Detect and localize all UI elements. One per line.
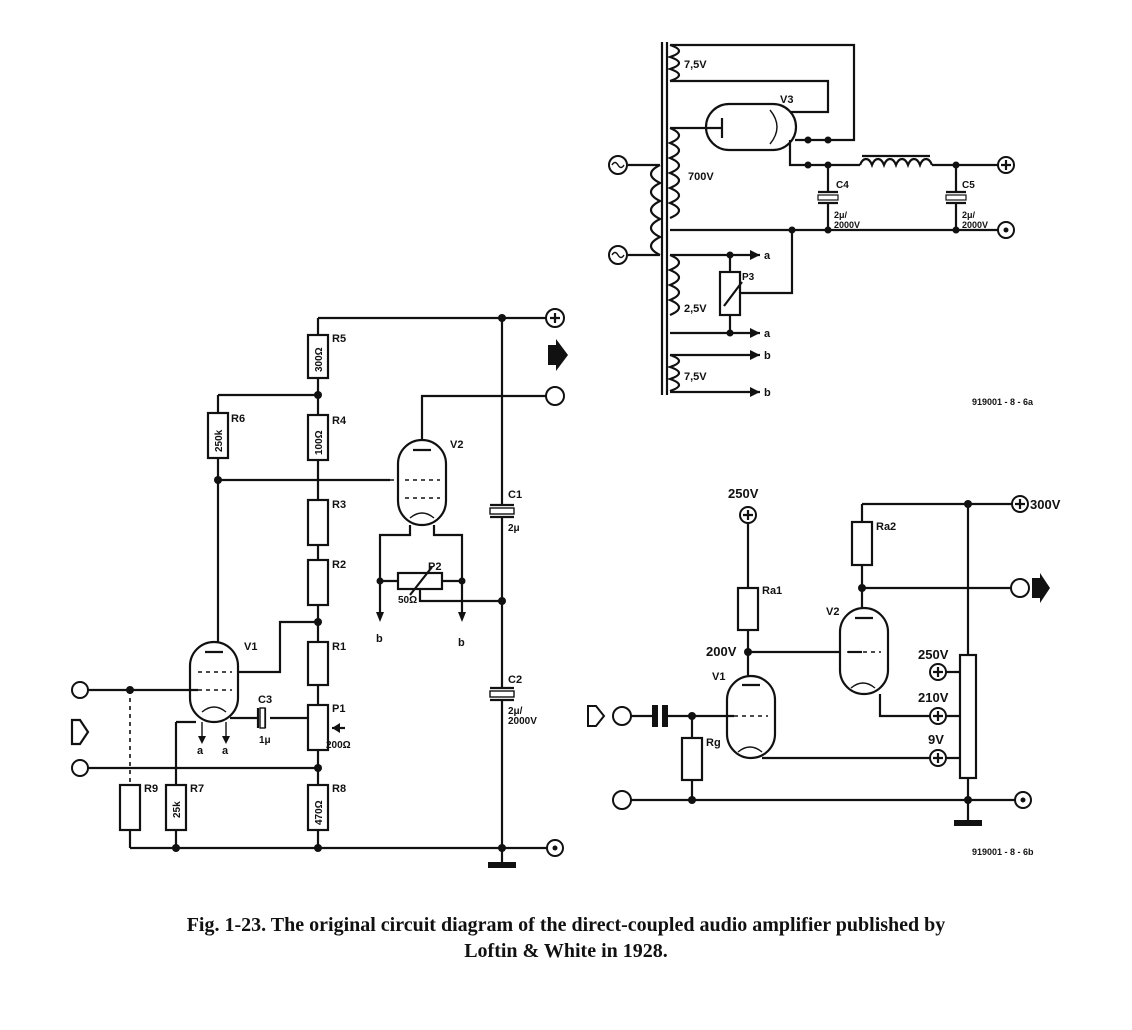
component-label: Rg [706,737,721,749]
simplified-circuit: 250V Ra1 200V V1 Rg [587,486,1061,857]
component-label: a [764,250,771,262]
component-label: 250V [728,486,759,501]
component-label: V2 [450,439,463,451]
component-label: 250V [918,647,949,662]
resistor-r5 [306,333,330,380]
component-label: Ra1 [762,585,782,597]
component-label: 25k [172,801,183,818]
component-label: 300Ω [314,347,325,372]
component-label: Ra2 [876,521,896,533]
resistor-ra2 [850,520,874,567]
component-label: a [197,745,204,757]
component-label: R7 [190,783,204,795]
component-label: 700V [688,171,714,183]
component-label: 9V [928,732,944,747]
caption-line-2: Loftin & White in 1928. [464,940,668,962]
caption-line-1: Fig. 1-23. The original circuit diagram … [186,914,946,936]
tube-v3: V3 [704,94,798,152]
component-label: P2 [428,561,441,573]
potentiometer-p1 [306,703,330,752]
resistor-r6 [206,411,230,460]
component-label: 200Ω [326,740,351,751]
component-label: R2 [332,559,346,571]
resistor-ra1 [736,586,760,632]
component-label: 2μ/2000V [962,210,988,230]
component-label: b [376,633,383,645]
voltage-divider [958,653,978,780]
component-label: 250k [214,429,225,452]
component-label: 2μ/2000V [834,210,860,230]
component-label: 1μ [259,735,271,746]
component-label: 100Ω [314,430,325,455]
component-label: V1 [712,671,725,683]
component-label: C2 [508,674,522,686]
component-label: b [458,637,465,649]
component-label: 2μ [508,523,520,534]
component-label: R3 [332,499,346,511]
component-label: R8 [332,783,346,795]
component-label: V2 [826,606,839,618]
resistor-rg [680,736,704,782]
component-label: C4 [836,180,849,191]
component-label: b [764,350,771,362]
component-label: P3 [742,272,755,283]
resistor-r3 [306,498,330,547]
component-label: 50Ω [398,595,417,606]
component-label: a [222,745,229,757]
tube-b-v2: V2 [826,606,890,696]
component-label: 7,5V [684,59,707,71]
component-label: 470Ω [314,800,325,825]
component-label: R4 [332,415,347,427]
tube-v2: V2 [396,438,463,527]
resistor-r1 [306,640,330,687]
component-label: 919001 - 8 - 6a [972,397,1034,407]
component-label: R9 [144,783,158,795]
component-label: P1 [332,703,345,715]
component-label: C1 [508,489,522,501]
resistor-r8 [306,783,330,832]
resistor-r9 [118,783,142,832]
component-label: R5 [332,333,346,345]
component-label: a [764,328,771,340]
component-label: 2,5V [684,303,707,315]
component-label: V3 [780,94,793,106]
power-supply-circuit: 7,5V 700V 2,5V 7,5V V3 C4 2μ/2000V [608,42,1034,407]
resistor-r2 [306,558,330,607]
resistor-r7 [164,783,188,832]
component-label: 7,5V [684,371,707,383]
potentiometer-p3 [718,270,742,317]
component-label: 2μ/2000V [508,706,537,727]
component-label: C5 [962,180,975,191]
figure-caption: Fig. 1-23. The original circuit diagram … [40,912,1092,964]
component-label: 919001 - 8 - 6b [972,847,1034,857]
resistor-r4 [306,413,330,462]
tube-v1: V1 [188,640,257,724]
component-label: 200V [706,644,737,659]
component-label: b [764,387,771,399]
output-terminal [545,386,565,406]
component-label: V1 [244,641,257,653]
component-label: R6 [231,413,245,425]
component-label: R1 [332,641,346,653]
component-label: 210V [918,690,949,705]
component-label: C3 [258,694,272,706]
left-amplifier-circuit: R5 300Ω R4 100Ω R3 R2 R1 P1 200Ω R8 470Ω… [70,308,568,868]
tube-b-v1: V1 [712,671,777,760]
component-label: 300V [1030,497,1061,512]
